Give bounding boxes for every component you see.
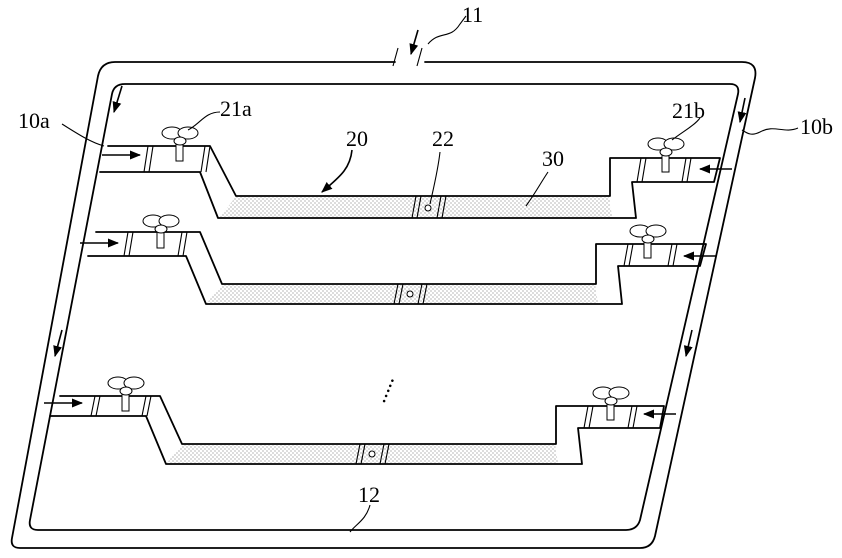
inner-frame xyxy=(28,83,740,531)
flow-arrow-left-top xyxy=(112,85,123,114)
inlet-arrow xyxy=(409,29,419,56)
leader-12 xyxy=(349,504,371,533)
stage-1-center-element xyxy=(424,204,432,212)
stage-2-left-valve-icon xyxy=(142,214,180,249)
stage-2-coating xyxy=(207,285,598,303)
leader-30 xyxy=(525,171,549,207)
flow-arrow-right-top xyxy=(737,97,747,124)
stage-3-right-valve-icon xyxy=(592,386,630,421)
stage-2-channel xyxy=(87,231,707,305)
inlet-leader xyxy=(427,15,467,45)
stage-1-left-valve-icon xyxy=(161,126,199,162)
stage-2-right-valve-icon xyxy=(629,224,667,259)
outer-frame xyxy=(10,61,757,549)
label-outlet: 12 xyxy=(358,482,380,507)
label-right-valve: 21b xyxy=(672,98,705,123)
stage-1-coating xyxy=(219,197,612,217)
leader-10b xyxy=(741,127,799,135)
label-coating: 30 xyxy=(542,146,564,171)
stage-2-center-element xyxy=(406,290,414,298)
label-inlet: 11 xyxy=(462,2,483,27)
leader-22 xyxy=(429,151,441,205)
stage-3-center-element xyxy=(368,450,376,458)
flow-arrow-left-low xyxy=(53,329,63,358)
stage-3-channel xyxy=(49,395,665,465)
leader-21a xyxy=(187,111,221,131)
label-right-manifold: 10b xyxy=(800,114,833,139)
stage-1 xyxy=(99,126,732,219)
stage-2 xyxy=(80,214,716,305)
leader-10a xyxy=(61,123,105,147)
stage-1-right-valve-icon xyxy=(647,137,685,173)
label-channel: 20 xyxy=(346,126,368,151)
leader-21b xyxy=(671,117,701,141)
leader-20 xyxy=(321,149,353,193)
label-left-valve: 21a xyxy=(220,96,252,121)
stage-3-left-valve-icon xyxy=(107,376,145,412)
label-center-element: 22 xyxy=(432,126,454,151)
label-left-manifold: 10a xyxy=(18,108,50,133)
stage-ellipsis: ..... xyxy=(365,371,398,406)
flow-arrow-right-low xyxy=(683,329,693,358)
stage-3 xyxy=(44,376,676,465)
stage-1-channel xyxy=(99,145,721,219)
inlet-gap-left xyxy=(392,47,399,67)
inlet-gap-right xyxy=(416,47,423,67)
